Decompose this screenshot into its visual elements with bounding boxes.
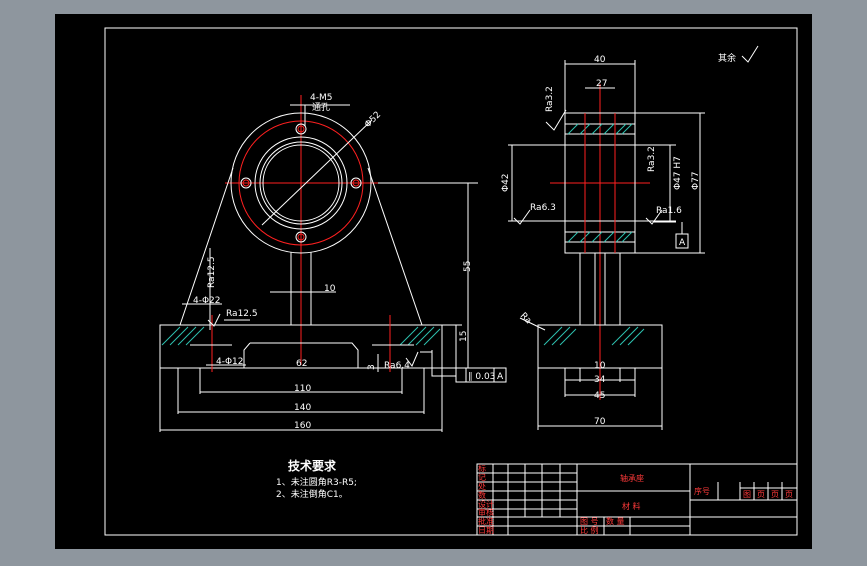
tech-requirements: 技术要求 1、未注圆角R3-R5; 2、未注倒角C1。 (276, 458, 357, 500)
tb-right-1: 页 (757, 490, 765, 499)
dim-4phi22: 4-Φ22 (193, 296, 221, 306)
tb-drawing-no: 图 号 (580, 517, 599, 526)
drawing-border (104, 27, 798, 536)
dim-15: 15 (459, 331, 469, 342)
tb-right-3: 页 (785, 490, 793, 499)
part-name: 轴承座 (620, 473, 644, 483)
tb-row-2: 处 (478, 481, 486, 491)
dim-27: 27 (596, 79, 607, 89)
dim-140: 140 (294, 403, 311, 413)
side-view: 40 27 Ra3.2 Ra3.2 Ra6.3 Ra1.6 Φ42 Φ47 H7… (501, 55, 705, 430)
rib-left (179, 167, 234, 326)
bore-circle (262, 144, 340, 222)
note-through: 通孔 (312, 102, 330, 113)
dim-phi47h7: Φ47 H7 (673, 156, 683, 190)
tolerance-frame (455, 367, 507, 383)
ra-12-5-left: Ra12.5 (207, 256, 217, 288)
ra-3-2-top: Ra3.2 (545, 86, 555, 112)
dim-3: 3 (367, 364, 377, 370)
dim-45: 45 (594, 391, 605, 401)
tb-row-7: 日期 (478, 526, 494, 535)
drawing-sheet (55, 14, 812, 549)
tb-right-0: 图 (743, 490, 751, 499)
note-4m5: 4-M5 (310, 93, 332, 103)
bore-inner-circle (259, 141, 343, 225)
ra-12-5-base: Ra12.5 (226, 309, 258, 319)
rib-right (367, 167, 423, 326)
tb-quantity: 数 量 (606, 516, 625, 526)
ra-1-6: Ra1.6 (656, 206, 682, 216)
seq-label: 序号 (694, 486, 710, 496)
tb-scale: 比 例 (580, 525, 599, 535)
tol-flatness: ∥ 0.03 (468, 372, 495, 382)
dim-40: 40 (594, 55, 606, 65)
dim-phi42: Φ42 (501, 173, 511, 192)
tb-row-3: 数 (478, 490, 486, 500)
ra-6-3: Ra6.3 (530, 203, 556, 213)
datum-a: A (679, 238, 686, 248)
tb-right-2: 页 (771, 490, 779, 499)
dim-70: 70 (594, 417, 606, 427)
bolt-holes (240, 123, 362, 243)
tb-row-4: 设计 (478, 499, 494, 509)
dim-10-side: 10 (594, 361, 606, 371)
tb-row-5: 审核 (478, 507, 494, 517)
roughness-general: 其余 (718, 52, 736, 64)
bore-outer-circle (254, 136, 348, 230)
tech-item-2: 2、未注倒角C1。 (276, 488, 348, 500)
ra-3-2-bore: Ra3.2 (647, 146, 657, 172)
dim-4phi12: 4-Φ12 (216, 357, 244, 367)
dim-55: 55 (463, 261, 473, 272)
dim-34: 34 (594, 375, 606, 385)
hub-outline (564, 112, 636, 254)
tb-row-0: 标 (478, 463, 486, 473)
roughness-general-symbol (741, 45, 759, 63)
dim-10-front: 10 (324, 284, 336, 294)
tech-item-1: 1、未注圆角R3-R5; (276, 476, 357, 488)
ra-6-4: Ra6.4 (384, 361, 410, 371)
flange-outer-circle (230, 112, 372, 254)
tb-row-6: 批准 (478, 516, 494, 526)
title-block: 标 记 处 数 设计 审核 批准 日期 轴承座 材 料 序号 图 号 数 量 比… (476, 463, 798, 536)
front-view: 4-M5 通孔 Φ52 10 55 15 62 110 140 160 4-Φ1… (159, 93, 507, 432)
base-hatch-right (399, 326, 441, 346)
dim-110: 110 (294, 384, 311, 394)
dia-leader (261, 119, 373, 226)
material-label: 材 料 (622, 501, 641, 511)
tech-title: 技术要求 (288, 458, 337, 473)
dim-phi77: Φ77 (691, 171, 701, 190)
side-base-hatch (543, 326, 645, 346)
tb-row-1: 记 (478, 473, 486, 482)
tol-datum: A (497, 372, 504, 382)
bolt-circle (238, 120, 364, 246)
dim-160: 160 (294, 421, 311, 431)
base-hatch-left (161, 326, 205, 346)
dim-62: 62 (296, 359, 307, 369)
